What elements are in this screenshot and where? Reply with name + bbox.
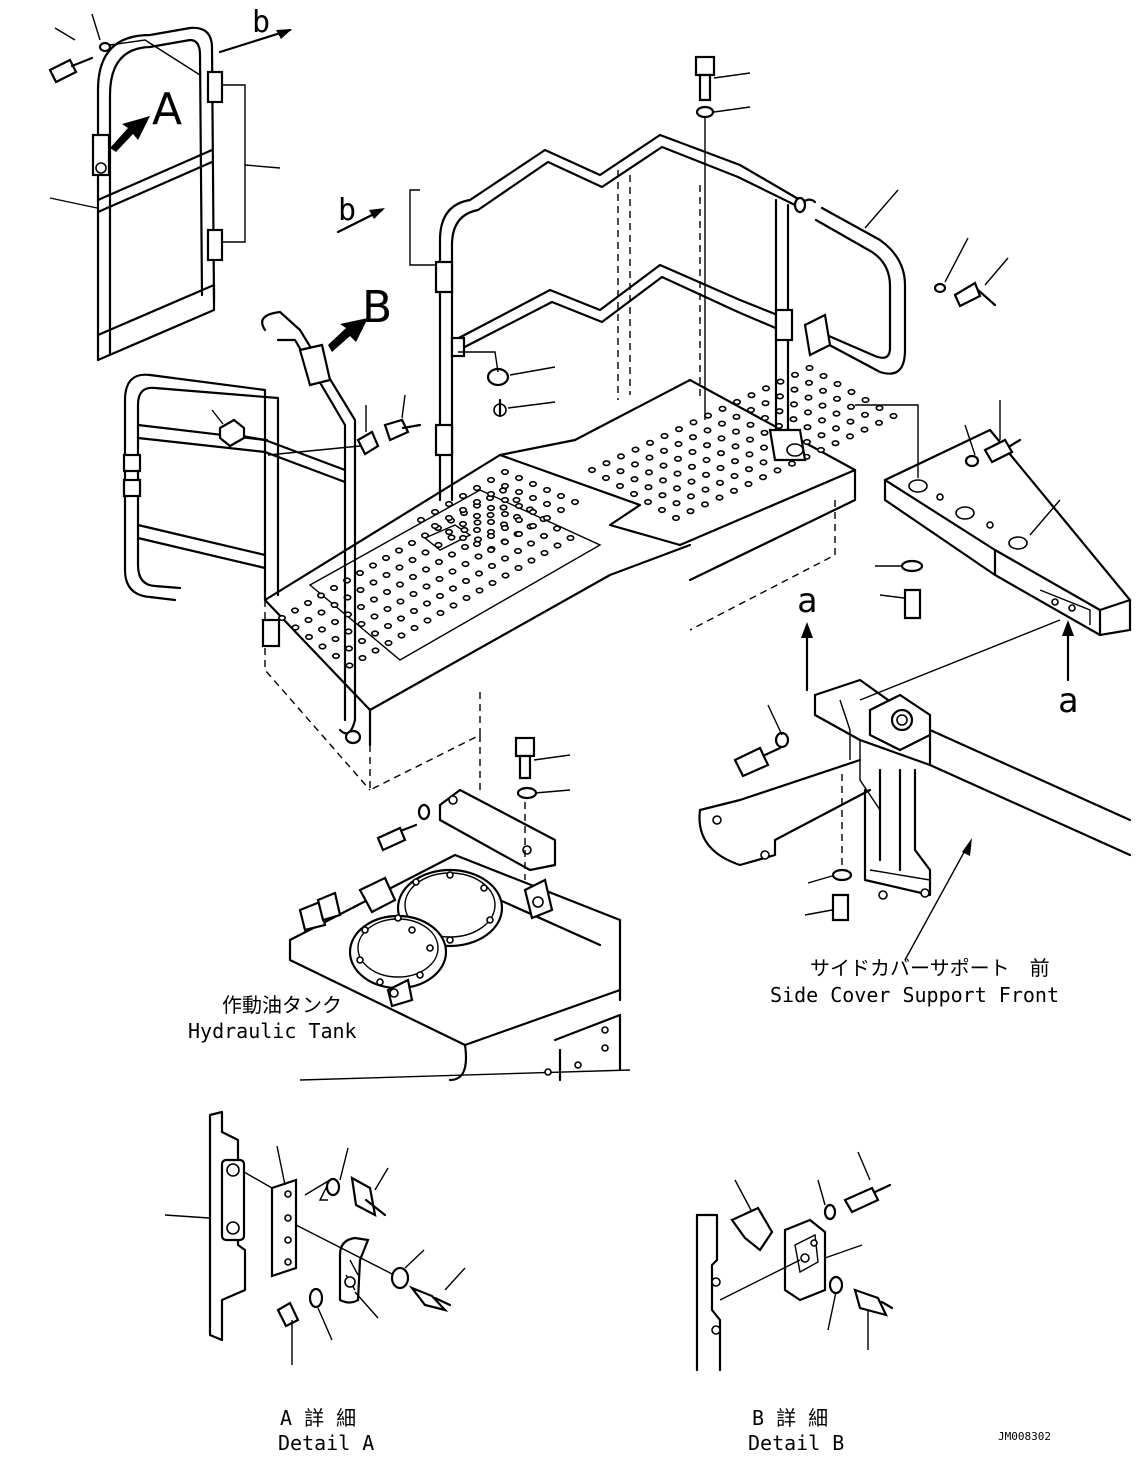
view-arrow-a-icon xyxy=(110,116,150,152)
support-beam xyxy=(883,428,1132,637)
tank-bracket xyxy=(438,735,557,880)
frame-bracket xyxy=(698,619,1132,900)
detail-b-en: Detail B xyxy=(748,1431,844,1455)
detail-b-jp: B 詳 細 xyxy=(752,1406,828,1430)
beam-leader xyxy=(855,404,919,478)
frame-bolt-icon xyxy=(733,704,790,778)
detail-a-assembly xyxy=(164,1110,401,1342)
detail-a-bolt-icon xyxy=(276,1147,466,1365)
handle-bolt-icon xyxy=(933,237,1009,308)
detail-b-assembly xyxy=(695,1179,863,1372)
detail-a-jp: A 詳 細 xyxy=(280,1406,356,1430)
rail-bolt-icon xyxy=(267,394,422,456)
gate-bolt-icon xyxy=(48,13,201,84)
vertical-bolt-icon xyxy=(694,55,751,420)
gate-hinge-leader xyxy=(222,84,281,243)
view-a-letter: A xyxy=(152,84,182,135)
side-cover-leader xyxy=(904,844,969,961)
rail-nut-icon xyxy=(211,409,269,448)
detail-b-bolt-icon xyxy=(817,1151,894,1350)
hydraulic-tank xyxy=(288,853,631,1082)
beam-bolt-icon xyxy=(964,400,1022,468)
gate-leader xyxy=(49,197,98,209)
knob-icon xyxy=(458,351,556,418)
ref-b-mid-label: b xyxy=(338,193,356,228)
platform-assembly xyxy=(263,378,857,792)
ref-b-top-label: b xyxy=(252,5,270,40)
rear-railing xyxy=(409,133,807,502)
tank-bolt-icon xyxy=(376,736,571,852)
beam-lower-bolt-icon xyxy=(875,559,924,620)
hydraulic-tank-en: Hydraulic Tank xyxy=(188,1019,357,1043)
detail-a-en: Detail A xyxy=(278,1431,374,1455)
drawing-code: JM008302 xyxy=(998,1430,1051,1443)
ref-a-mid-label: a xyxy=(797,581,817,621)
side-cover-jp: サイドカバーサポート 前 xyxy=(810,956,1050,980)
side-cover-en: Side Cover Support Front xyxy=(770,983,1059,1007)
ref-a-right-label: a xyxy=(1058,681,1078,721)
left-railing xyxy=(122,310,362,745)
view-arrow-b-icon xyxy=(328,318,368,352)
grab-handle xyxy=(793,189,907,375)
view-b-letter: B xyxy=(362,282,392,333)
tank-cover-bolts xyxy=(356,871,494,986)
gate-assembly xyxy=(91,26,224,362)
frame-lower-bolt-icon xyxy=(804,770,853,922)
deck-perforations xyxy=(277,364,898,669)
hydraulic-tank-jp: 作動油タンク xyxy=(222,993,342,1017)
